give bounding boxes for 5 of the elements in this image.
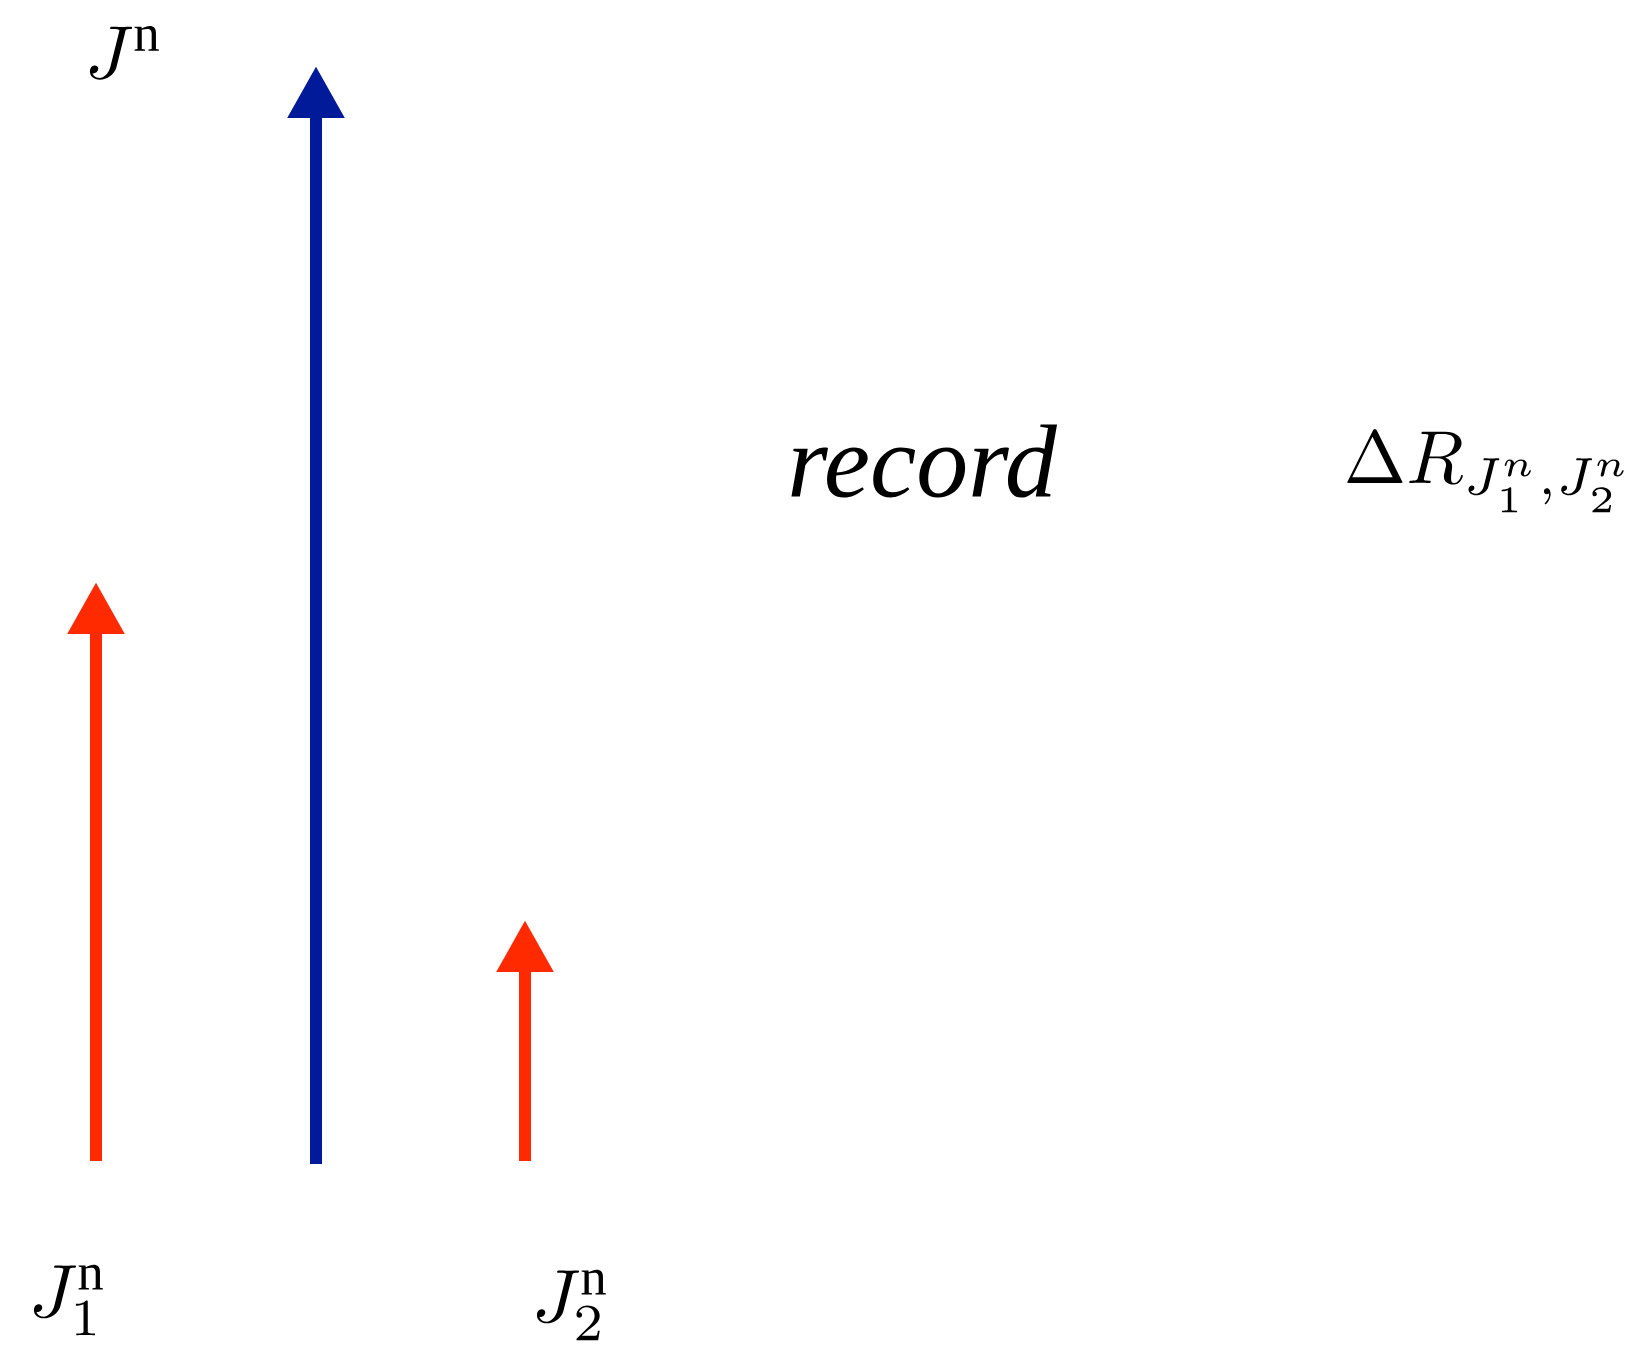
math-label: $J^{\mathrm{n}}$ [89, 26, 159, 80]
math-label: $\Delta R_{J_1^n,J_2^n}$ [1347, 429, 1624, 513]
math-label: $J_2^{\mathrm{n}}$ [536, 1269, 606, 1341]
text-label: record [791, 424, 1058, 498]
math-label: $J_1^{\mathrm{n}}$ [33, 1264, 103, 1336]
